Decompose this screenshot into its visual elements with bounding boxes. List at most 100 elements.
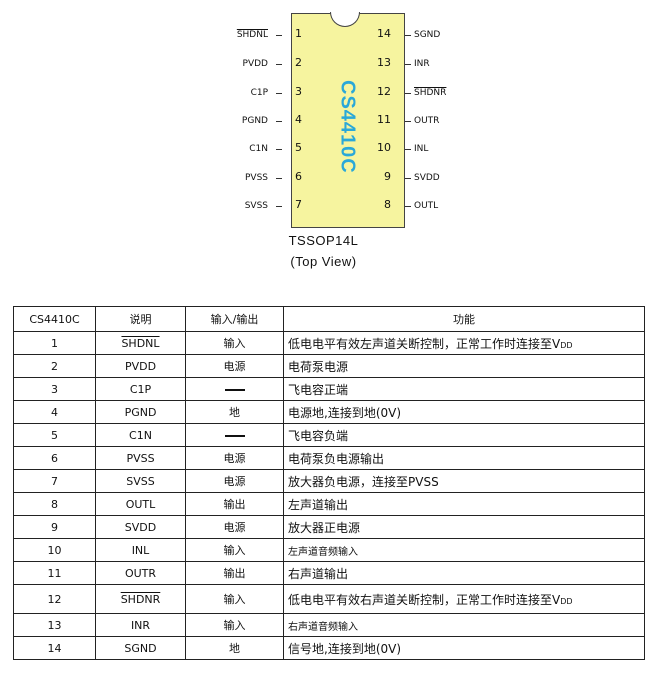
function-text: 飞电容正端 [288,382,349,397]
header-description: 说明 [95,306,186,332]
header-pin: CS4410C [13,306,96,332]
pin-name-right: INR [414,59,430,69]
pin-lead [405,64,411,65]
pin-number-cell: 4 [13,400,96,424]
function-text: 低电电平有效左声道关断控制，正常工作时连接至V [288,336,561,351]
pin-lead [405,93,411,94]
function-text: 信号地,连接到地(0V) [288,641,402,656]
pin-io-cell: 输入 [185,331,284,355]
pin-lead [405,178,411,179]
pin-number-cell: 6 [13,446,96,470]
pin-number-cell: 3 [13,377,96,401]
pin-number-cell: 13 [13,613,96,637]
pin-name-left: SHDNL [236,30,268,40]
pin-lead [276,64,282,65]
pin-name-left: PVSS [244,173,268,183]
function-text: 放大器正电源 [288,520,361,535]
pin-number-right: 11 [377,113,391,126]
pin-name-cell: PGND [95,400,186,424]
pin-lead [276,206,282,207]
function-subscript: DD [560,340,573,350]
pin-io-cell: 电源 [185,354,284,378]
pin-lead [276,93,282,94]
pin-function-cell: 信号地,连接到地(0V) [283,636,645,660]
pin-io-cell: 电源 [185,515,284,539]
package-name: TSSOP14L [288,233,359,248]
pin-function-cell: 放大器正电源 [283,515,645,539]
function-text: 右声道音频输入 [288,621,358,633]
pin-io-cell [185,423,284,447]
pin-lead [276,178,282,179]
pin-function-cell: 电源地,连接到地(0V) [283,400,645,424]
pin-number-cell: 9 [13,515,96,539]
pin-number-cell: 11 [13,561,96,585]
pin-function-cell: 电荷泵电源 [283,354,645,378]
pin-function-cell: 电荷泵负电源输出 [283,446,645,470]
pin-number-cell: 12 [13,584,96,614]
pin-number-right: 8 [384,198,391,211]
pin-name-right: INL [414,144,429,154]
pin-number-right: 9 [384,170,391,183]
pin-name-right: SVDD [414,173,440,183]
pin-function-cell: 飞电容正端 [283,377,645,401]
pin-number-left: 7 [295,198,302,211]
pin-name-cell: OUTL [95,492,186,516]
pin-lead [276,121,282,122]
pin-io-cell: 电源 [185,469,284,493]
pin-number-cell: 1 [13,331,96,355]
pin-function-cell: 左声道音频输入 [283,538,645,562]
pin-name-cell: SHDNR [95,584,186,614]
pin-number-left: 5 [295,141,302,154]
pin-function-cell: 低电电平有效右声道关断控制，正常工作时连接至VDD [283,584,645,614]
pin-number-left: 6 [295,170,302,183]
pin-function-cell: 左声道输出 [283,492,645,516]
pin-number-right: 13 [377,56,391,69]
function-subscript: DD [560,596,573,606]
pin-name-left: PGND [241,116,268,126]
pin-number-cell: 7 [13,469,96,493]
pin-lead [276,149,282,150]
pin-name-cell: INR [95,613,186,637]
io-none-dash [224,434,245,437]
pin-lead [276,35,282,36]
pin-number-cell: 5 [13,423,96,447]
pin-io-cell: 地 [185,636,284,660]
pin-name-left: C1N [249,144,268,154]
pin-lead [405,35,411,36]
pin-lead [405,121,411,122]
pin-function-cell: 右声道输出 [283,561,645,585]
pin-name-left: SVSS [244,201,268,211]
pin-name-right: SHDNR [414,88,447,98]
pin-io-cell: 输出 [185,492,284,516]
pin-name-cell: PVSS [95,446,186,470]
pin-lead [405,206,411,207]
pin-name-left: PVDD [242,59,268,69]
function-text: 右声道输出 [288,566,349,581]
pin-number-left: 4 [295,113,302,126]
function-text: 左声道输出 [288,497,349,512]
pin-number-left: 1 [295,27,302,40]
pin-io-cell: 电源 [185,446,284,470]
pin-number-right: 14 [377,27,391,40]
pin-number-left: 2 [295,56,302,69]
pin-io-cell: 输入 [185,584,284,614]
pin-number-cell: 8 [13,492,96,516]
pin-io-cell: 输入 [185,613,284,637]
pin-number-cell: 2 [13,354,96,378]
function-text: 低电电平有效右声道关断控制，正常工作时连接至V [288,592,561,607]
